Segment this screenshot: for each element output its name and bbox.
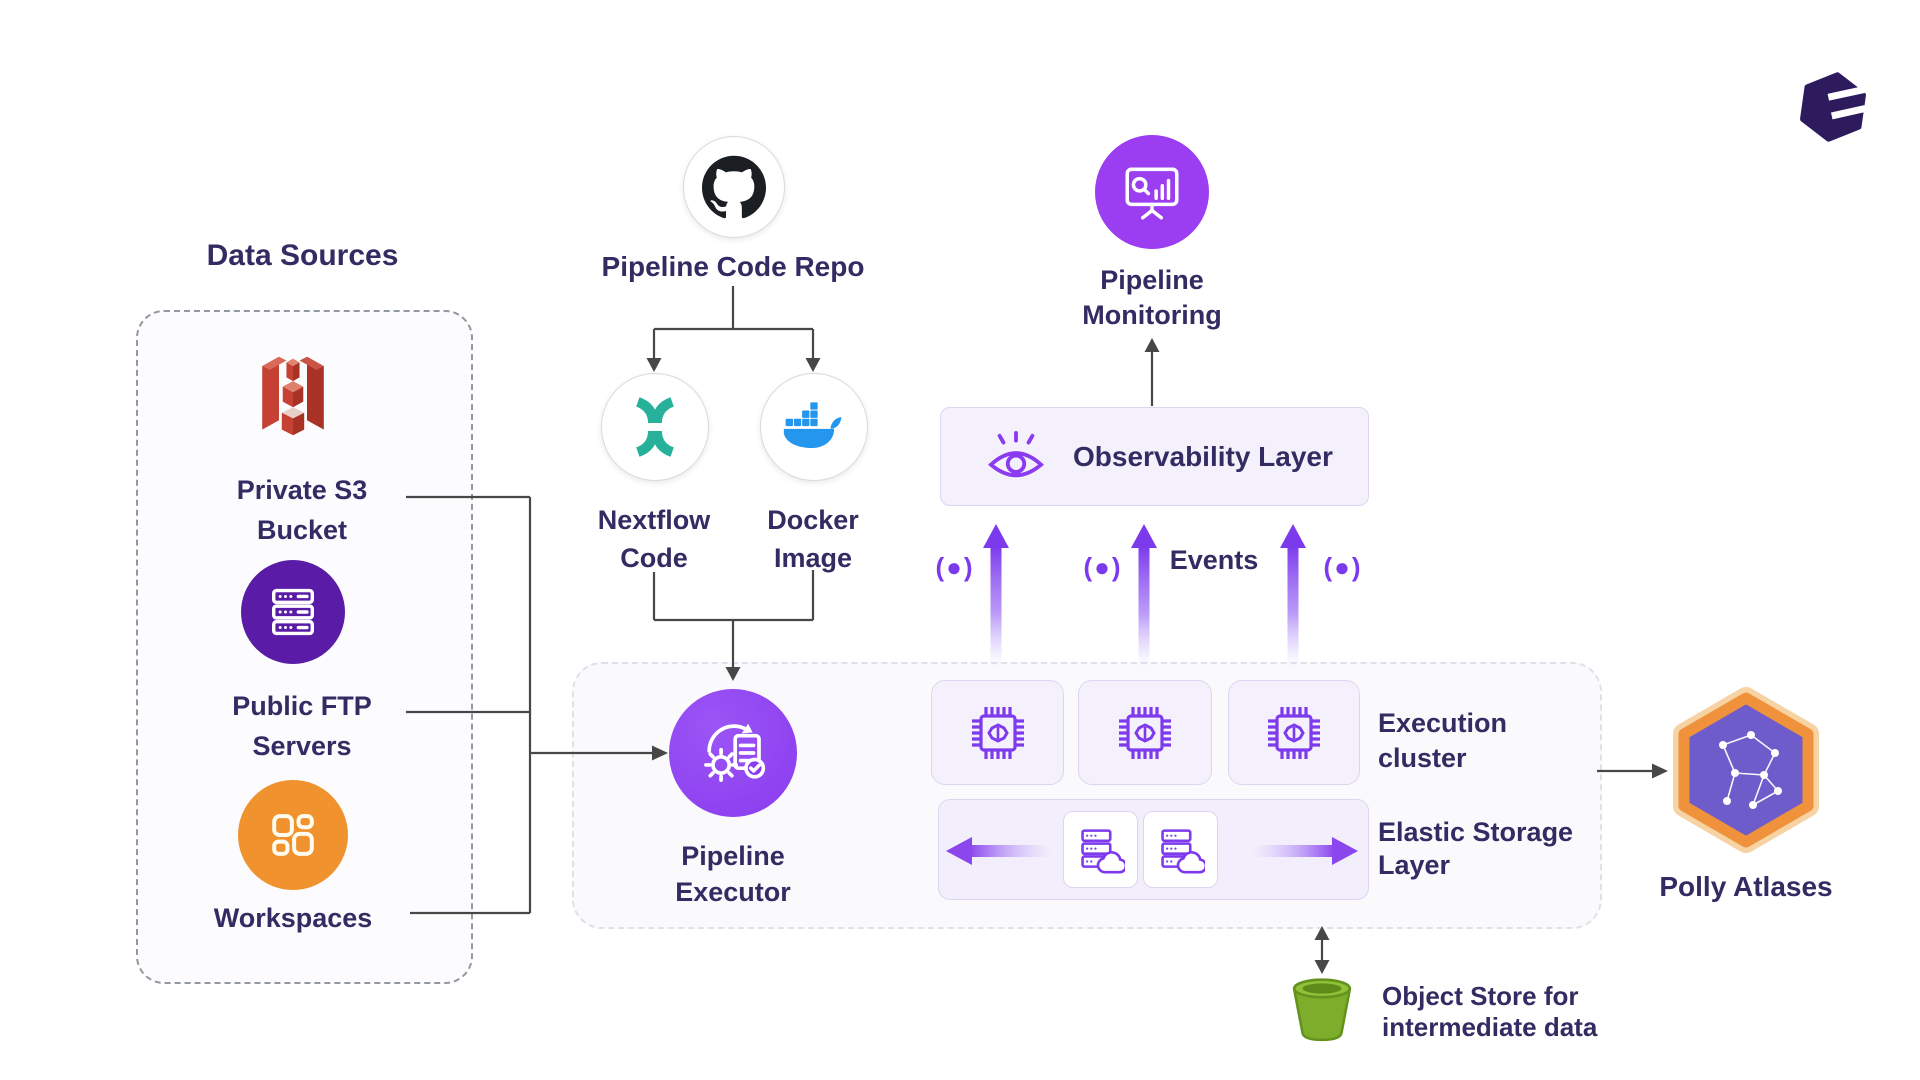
polly-atlases-label: Polly Atlases xyxy=(1659,871,1833,902)
monitoring-node xyxy=(1095,135,1209,249)
network-hexagon-icon xyxy=(1673,687,1819,853)
nextflow-node xyxy=(601,373,709,481)
github-icon xyxy=(702,155,766,219)
server-cloud-icon xyxy=(1160,828,1205,873)
monitor-chart-icon xyxy=(1125,167,1179,220)
server-cloud-icon xyxy=(1080,828,1125,873)
cluster-chip-box xyxy=(1228,680,1360,785)
docker-node xyxy=(760,373,868,481)
executor-node xyxy=(669,689,797,817)
code-repo-label: Pipeline Code Repo xyxy=(601,251,865,282)
workspaces-node xyxy=(238,780,348,890)
event-emitter-symbol: (●) xyxy=(1083,552,1123,582)
cpu-chip-icon xyxy=(971,706,1024,759)
docker-whale-icon xyxy=(783,402,842,449)
cluster-chip-box xyxy=(1078,680,1212,785)
nextflow-icon xyxy=(635,397,675,457)
s3-bucket-icon xyxy=(262,356,324,436)
event-emitter-symbol: (●) xyxy=(1323,552,1363,582)
cpu-chip-icon xyxy=(1268,706,1320,759)
gear-document-icon xyxy=(704,723,766,782)
eye-icon xyxy=(988,430,1044,477)
public-ftp-node xyxy=(241,560,345,664)
event-emitter-symbol: (●) xyxy=(935,552,975,582)
code-repo-node xyxy=(683,136,785,238)
observability-label: Observability Layer xyxy=(1073,440,1333,472)
workspaces-label: Workspaces xyxy=(213,903,373,933)
storage-server-box xyxy=(1063,811,1138,888)
cluster-chip-box xyxy=(931,680,1064,785)
workspace-grid-icon xyxy=(272,814,314,856)
server-rack-icon xyxy=(272,588,314,636)
observability-box: Observability Layer xyxy=(940,407,1369,506)
elucidata-hexagon-logo xyxy=(1800,72,1867,142)
storage-server-box xyxy=(1143,811,1218,888)
bucket-icon xyxy=(1292,978,1352,1042)
cpu-chip-icon xyxy=(1119,706,1171,759)
data-sources-title: Data Sources xyxy=(206,239,399,272)
events-label: Events xyxy=(1169,545,1259,575)
